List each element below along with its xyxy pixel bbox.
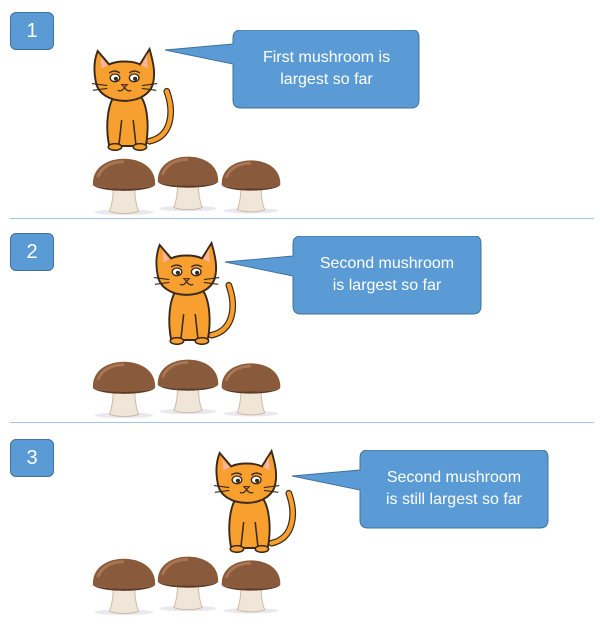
caption-line: Second mushroom — [386, 469, 522, 486]
mushroom-icon — [219, 155, 283, 217]
mushroom-icon — [155, 550, 221, 616]
caption-line: Second mushroom — [319, 255, 455, 272]
step-2-caption: Second mushroom is largest so far — [293, 236, 481, 314]
caption-line: is still largest so far — [385, 491, 523, 508]
step-3-badge: 3 — [10, 439, 54, 477]
speech-bubble — [225, 236, 482, 315]
speech-bubble — [292, 450, 549, 529]
caption-line: is largest so far — [332, 277, 442, 294]
mushroom-icon — [90, 358, 158, 420]
mushroom-icon — [155, 353, 221, 419]
mushroom-icon — [90, 555, 158, 617]
divider — [10, 218, 594, 219]
mushroom-icon — [90, 155, 158, 217]
mushroom-icon — [155, 150, 221, 216]
caption-line: First mushroom is — [262, 49, 391, 66]
mushroom-icon — [219, 555, 283, 617]
caption-line: largest so far — [280, 71, 373, 88]
step-1-badge: 1 — [10, 12, 54, 50]
step-1-caption: First mushroom is largest so far — [233, 30, 420, 108]
step-3-caption: Second mushroom is still largest so far — [360, 450, 548, 528]
speech-bubble — [165, 30, 420, 109]
divider — [10, 422, 594, 423]
mushroom-icon — [219, 358, 283, 420]
step-2-badge: 2 — [10, 233, 54, 271]
